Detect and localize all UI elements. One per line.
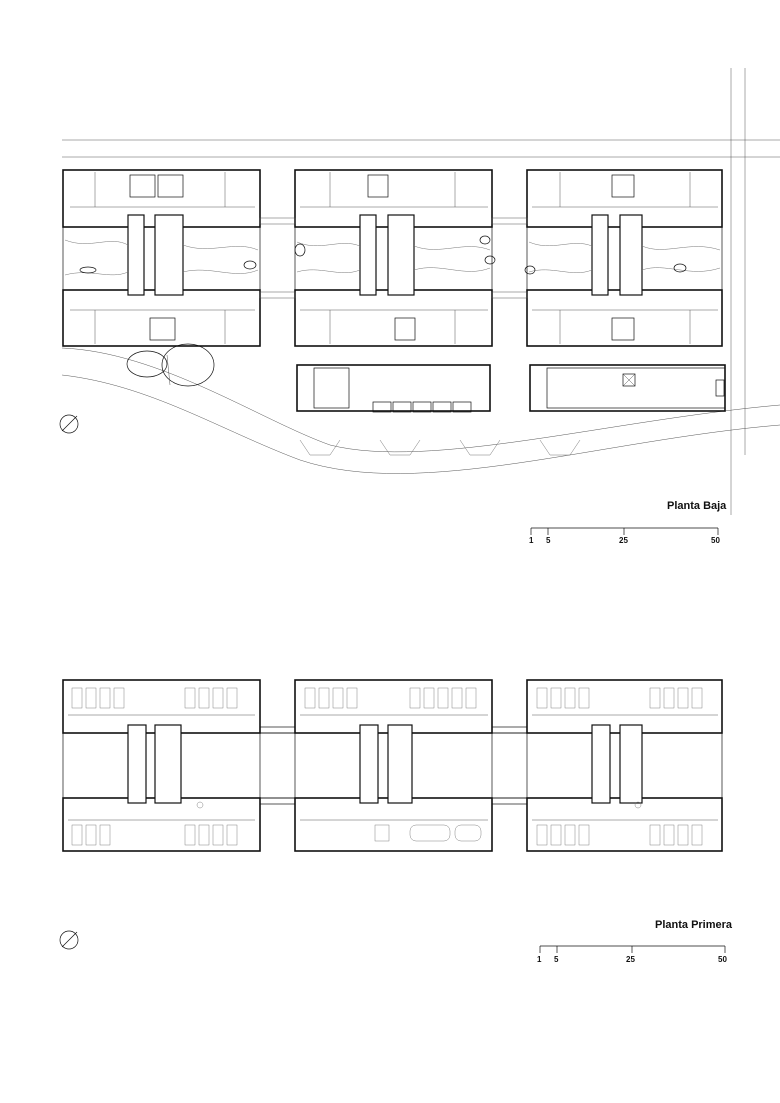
site-lines xyxy=(61,68,780,515)
north-arrow-icon xyxy=(59,930,79,950)
scale-tick: 25 xyxy=(626,955,635,964)
building-block-left xyxy=(62,169,261,347)
annex-building-middle xyxy=(296,364,491,413)
building-block-middle xyxy=(294,679,493,852)
building-block-left xyxy=(62,679,261,852)
scale-bar: 1 5 25 50 xyxy=(529,527,720,545)
scale-tick: 5 xyxy=(554,955,559,964)
scale-tick: 50 xyxy=(718,955,727,964)
ground-floor-plan: Planta Baja 1 5 25 50 xyxy=(59,68,780,545)
building-block-right xyxy=(524,169,723,347)
scale-tick: 50 xyxy=(711,536,720,545)
building-block-right xyxy=(526,679,723,852)
plan-title: Planta Baja xyxy=(667,500,727,512)
connecting-walkways xyxy=(259,217,528,299)
north-arrow-icon xyxy=(59,414,79,434)
scale-tick: 25 xyxy=(619,536,628,545)
building-block-middle xyxy=(294,169,496,347)
scale-tick: 1 xyxy=(529,536,534,545)
connecting-walkways xyxy=(183,726,590,805)
scale-tick: 1 xyxy=(537,955,542,964)
annex-building-right xyxy=(529,364,726,412)
plan-title: Planta Primera xyxy=(655,919,733,931)
oval-pavilion xyxy=(126,343,215,387)
scale-tick: 5 xyxy=(546,536,551,545)
first-floor-plan: Planta Primera 1 5 25 50 xyxy=(59,679,733,964)
scale-bar: 1 5 25 50 xyxy=(537,945,727,964)
